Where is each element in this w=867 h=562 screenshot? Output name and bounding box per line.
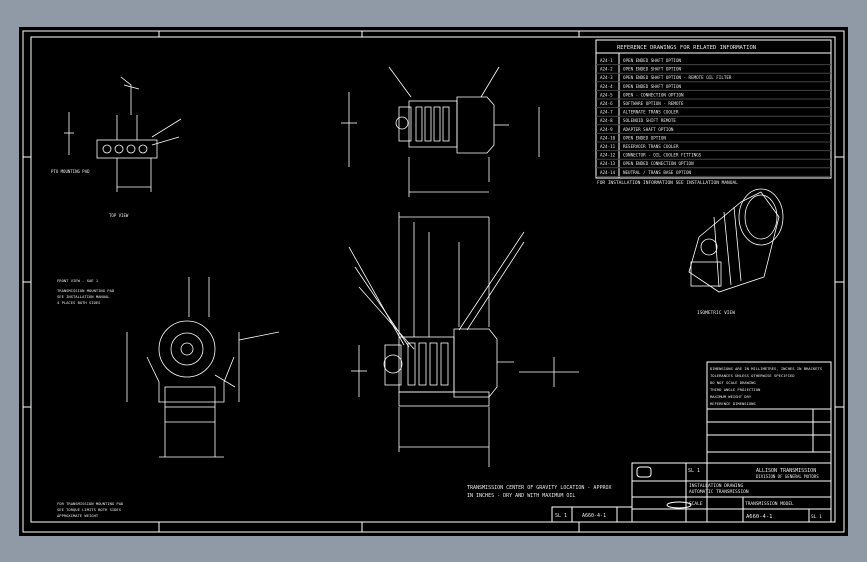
reference-code: A24-13	[600, 161, 616, 166]
reference-text: OPEN ENDED SHAFT OPTION - REMOTE OIL FIL…	[623, 75, 732, 80]
isometric-caption: ISOMETRIC VIEW	[697, 310, 735, 316]
reference-text: ALTERNATE TRANS COOLER	[623, 110, 679, 115]
reference-text: NEUTRAL / TRANS BASE OPTION	[623, 170, 692, 175]
company-logo-icon	[636, 466, 652, 478]
mounting-note: 4 PLACES BOTH SIDES	[57, 300, 101, 305]
signature-mark-icon	[666, 501, 692, 509]
reference-code: A24-1	[600, 58, 613, 63]
bottom-number-block: SL 1 A660-4-1	[551, 506, 633, 523]
side-view-top	[341, 66, 540, 197]
title-block: DIMENSIONS ARE IN MILLIMETRES, INCHES IN…	[631, 361, 832, 523]
cg-note-line-2: IN INCHES - DRY AND WITH MAXIMUM OIL	[467, 493, 575, 499]
drawing-sheet[interactable]: REFERENCE DRAWINGS FOR RELATED INFORMATI…	[19, 27, 848, 536]
reference-code: A24-6	[600, 101, 613, 106]
reference-text: SOFTWARE OPTION - REMOTE	[623, 101, 684, 106]
title-scale: SCALE	[689, 501, 703, 507]
pto-detail-view	[64, 76, 182, 192]
reference-code: A24-8	[600, 118, 613, 123]
bottom-note: FOR TRANSMISSION MOUNTING PAD	[57, 501, 124, 506]
bottom-note: SEE TORQUE LIMITS BOTH SIDES	[57, 507, 122, 512]
reference-code: A24-5	[600, 92, 613, 97]
reference-code: A24-2	[600, 67, 613, 72]
reference-text: OPEN ENDED OPTION	[623, 135, 666, 140]
reference-text: OPEN ENDED SHAFT OPTION	[623, 58, 681, 63]
reference-table-title: REFERENCE DRAWINGS FOR RELATED INFORMATI…	[617, 45, 756, 51]
title-block-note: MAXIMUM WEIGHT DRY	[710, 394, 752, 399]
reference-text: ADAPTER SHAFT OPTION	[623, 127, 674, 132]
title-line-2: AUTOMATIC TRANSMISSION	[689, 489, 749, 495]
title-block-note: TOLERANCES UNLESS OTHERWISE SPECIFIED	[710, 373, 795, 378]
title-company: ALLISON TRANSMISSION	[756, 468, 816, 474]
reference-code: A24-12	[600, 153, 616, 158]
title-dwg-number: A660-4-1	[746, 514, 773, 520]
inner-border	[30, 36, 836, 523]
mounting-note: SEE INSTALLATION MANUAL	[57, 294, 110, 299]
title-block-note: REFERENCE DIMENSIONS	[710, 401, 756, 406]
drawing-canvas: REFERENCE DRAWINGS FOR RELATED INFORMATI…	[22, 30, 845, 533]
title-block-note: DO NOT SCALE DRAWING	[710, 380, 756, 385]
reference-code: A24-11	[600, 144, 616, 149]
pto-caption: PTO MOUNTING PAD	[51, 169, 90, 174]
title-model: TRANSMISSION MODEL	[745, 501, 794, 507]
title-block-note: THIRD ANGLE PROJECTION	[710, 387, 761, 392]
top-view-caption: TOP VIEW	[109, 213, 129, 218]
reference-text: RESERVOIR TRANS COOLER	[623, 144, 679, 149]
front-view	[126, 277, 280, 458]
reference-text: OPEN ENDED SHAFT OPTION	[623, 67, 681, 72]
drawing-number: A660-4-1	[582, 513, 606, 519]
side-view-main	[348, 212, 579, 467]
bottom-note: APPROXIMATE WEIGHT	[57, 513, 99, 518]
reference-table-footer: FOR INSTALLATION INFORMATION SEE INSTALL…	[597, 180, 738, 186]
mounting-note: TRANSMISSION MOUNTING PAD	[57, 288, 115, 293]
reference-code: A24-14	[600, 170, 616, 175]
front-view-caption: FRONT VIEW - SAE 1	[57, 278, 99, 283]
reference-code: A24-3	[600, 75, 613, 80]
title-block-note: DIMENSIONS ARE IN MILLIMETRES, INCHES IN…	[710, 366, 823, 371]
zone-ticks	[23, 31, 844, 532]
reference-code: A24-10	[600, 135, 616, 140]
reference-code: A24-9	[600, 127, 613, 132]
reference-table: REFERENCE DRAWINGS FOR RELATED INFORMATI…	[595, 39, 832, 186]
cg-note-line-1: TRANSMISSION CENTER OF GRAVITY LOCATION …	[467, 485, 612, 491]
reference-code: A24-7	[600, 110, 613, 115]
reference-text: SOLENOID SHIFT REMOTE	[623, 118, 676, 123]
reference-text: OPEN ENDED CONNECTION OPTION	[623, 161, 694, 166]
reference-text: OPEN - CONNECTION OPTION	[623, 92, 684, 97]
title-line-1: INSTALLATION DRAWING	[689, 483, 743, 489]
reference-text: OPEN ENDED SHAFT OPTION	[623, 84, 681, 89]
sheet-number-right: SL 1	[688, 468, 700, 474]
sheet-number-left: SL 1	[555, 513, 567, 519]
reference-text: CONNECTOR - OIL COOLER FITTINGS	[623, 153, 702, 158]
isometric-render	[688, 188, 784, 293]
title-division: DIVISION OF GENERAL MOTORS	[756, 474, 819, 479]
reference-code: A24-4	[600, 84, 613, 89]
title-sheet: SL 1	[811, 514, 822, 520]
